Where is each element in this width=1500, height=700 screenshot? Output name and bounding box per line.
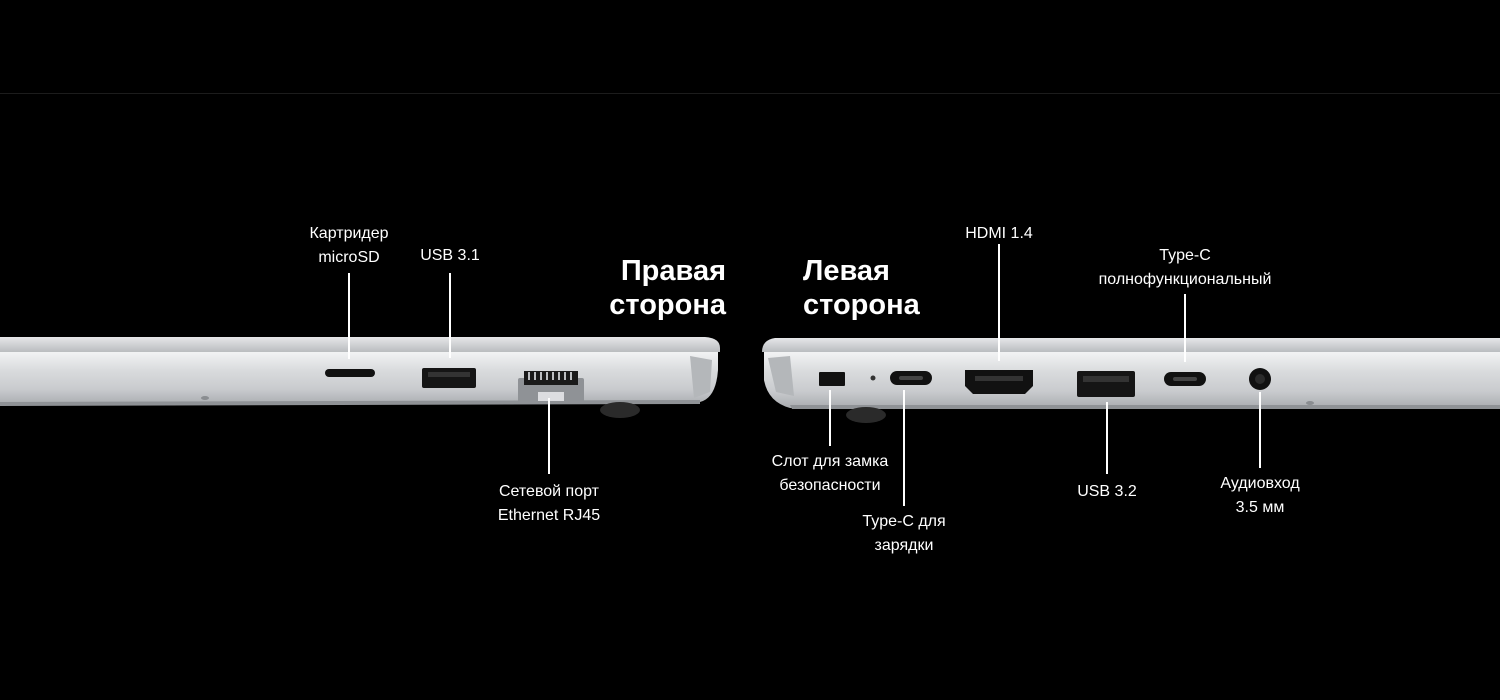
typec-full-label: Type-C полнофункциональный xyxy=(1098,247,1272,288)
right-base xyxy=(0,352,718,405)
right-foot xyxy=(600,402,640,418)
typec-charging-label: Type-C для зарядки xyxy=(862,513,946,554)
audio-label: Аудиовход 3.5 мм xyxy=(1220,475,1300,516)
left-hinge xyxy=(768,356,794,396)
right-side-heading-line-2: сторона xyxy=(609,289,726,321)
security-lock-slot-icon xyxy=(819,372,845,386)
left-lid xyxy=(762,338,1500,352)
hdmi-label: HDMI 1.4 xyxy=(965,225,1033,242)
microsd-slot-icon xyxy=(325,369,375,377)
right-side-laptop xyxy=(0,337,720,418)
hdmi-leader xyxy=(998,244,1000,361)
ethernet-leader xyxy=(548,398,550,474)
usb-32-label: USB 3.2 xyxy=(1077,483,1137,500)
left-side-laptop xyxy=(762,338,1500,423)
typec-full-leader xyxy=(1184,294,1186,362)
usb-31-leader xyxy=(449,273,451,358)
right-side-heading-line-1: Правая xyxy=(620,255,726,287)
usb-31-port-icon xyxy=(422,368,476,388)
usb-31-label: USB 3.1 xyxy=(420,247,480,264)
right-screw xyxy=(201,396,209,400)
microsd-label: Картридер microSD xyxy=(309,225,389,266)
top-divider xyxy=(0,93,1500,94)
left-side-heading: Левая сторона xyxy=(803,254,920,322)
usb-32-port-icon xyxy=(1077,371,1135,397)
led-indicator-icon xyxy=(870,375,876,381)
right-hinge xyxy=(690,356,712,398)
hdmi-port-icon xyxy=(965,370,1033,394)
right-lid xyxy=(0,337,720,352)
ethernet-label: Сетевой порт Ethernet RJ45 xyxy=(497,483,601,524)
left-foot xyxy=(846,407,886,423)
security-lock-leader xyxy=(829,390,831,446)
security-lock-label: Слот для замка безопасности xyxy=(771,453,889,494)
typec-charging-leader xyxy=(903,390,905,506)
audio-leader xyxy=(1259,392,1261,468)
left-side-heading-line-1: Левая xyxy=(803,255,890,287)
microsd-leader xyxy=(348,273,350,359)
left-side-heading-line-2: сторона xyxy=(803,289,920,321)
right-side-heading: Правая сторона xyxy=(604,254,726,322)
usb-32-leader xyxy=(1106,402,1108,474)
